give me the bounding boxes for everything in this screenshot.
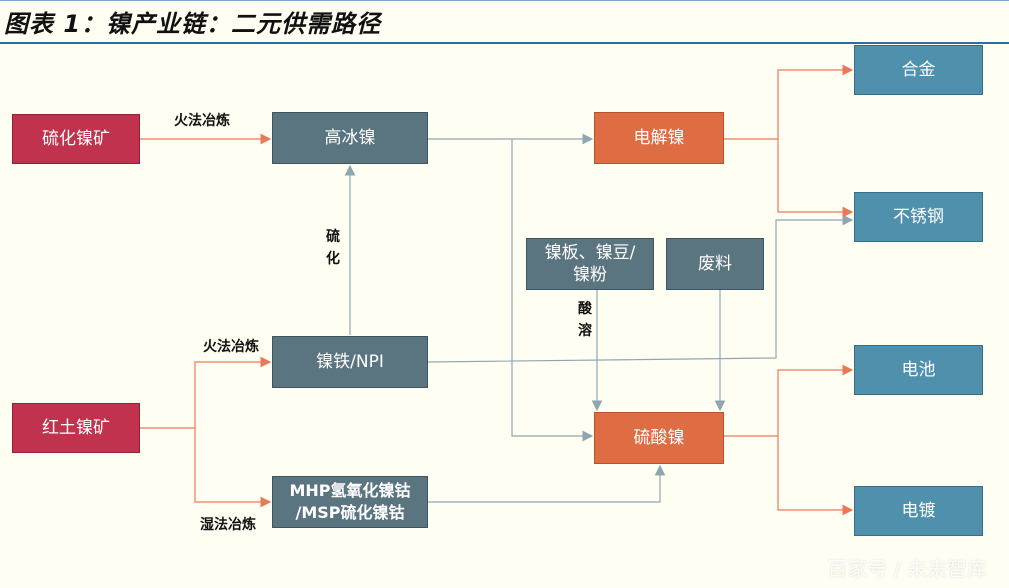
node-stainless-steel: 不锈钢 (854, 192, 983, 242)
watermark: 百家号 / 未来智库 (827, 557, 987, 581)
top-border (0, 0, 1009, 1)
label-wet-smelting: 湿法冶炼 (200, 517, 256, 533)
node-scrap: 废料 (666, 238, 764, 290)
edge-electrolytic-alloy (724, 64, 854, 140)
edge-sulfate-battery (724, 364, 854, 437)
node-alloy: 合金 (854, 45, 983, 95)
title-rule (0, 42, 1009, 44)
node-high-matte: 高冰镍 (272, 112, 428, 164)
node-laterite-ore: 红土镍矿 (12, 403, 140, 453)
node-nickel-plate-bean-powder: 镍板、镍豆/ 镍粉 (526, 238, 654, 290)
node-sulfide-ore: 硫化镍矿 (12, 114, 140, 164)
edge-electrolytic-stainless (777, 139, 854, 218)
edge-mhp-sulfate (428, 464, 666, 503)
node-nickel-sulfate: 硫酸镍 (594, 412, 724, 464)
edge-highmatte-sulfate (511, 139, 594, 442)
node-battery: 电池 (854, 345, 983, 395)
label-fire-smelting-1: 火法冶炼 (174, 113, 230, 129)
node-electroplating: 电镀 (854, 486, 983, 536)
node-mhp-msp: MHP氢氧化镍钴 /MSP硫化镍钴 (272, 476, 428, 528)
label-acid-dissolve: 酸溶 (578, 301, 592, 339)
node-electrolytic-nickel: 电解镍 (594, 112, 724, 164)
label-fire-smelting-2: 火法冶炼 (203, 339, 259, 355)
figure-title: 图表 1：镍产业链：二元供需路径 (4, 10, 382, 38)
edge-sulfate-plating (777, 436, 854, 516)
edge-laterite-npi (140, 356, 272, 429)
edge-npi-stainless (427, 214, 854, 363)
node-npi: 镍铁/NPI (272, 336, 428, 388)
label-sulfurize: 硫化 (326, 229, 340, 267)
edge-laterite-mhp (194, 428, 272, 508)
